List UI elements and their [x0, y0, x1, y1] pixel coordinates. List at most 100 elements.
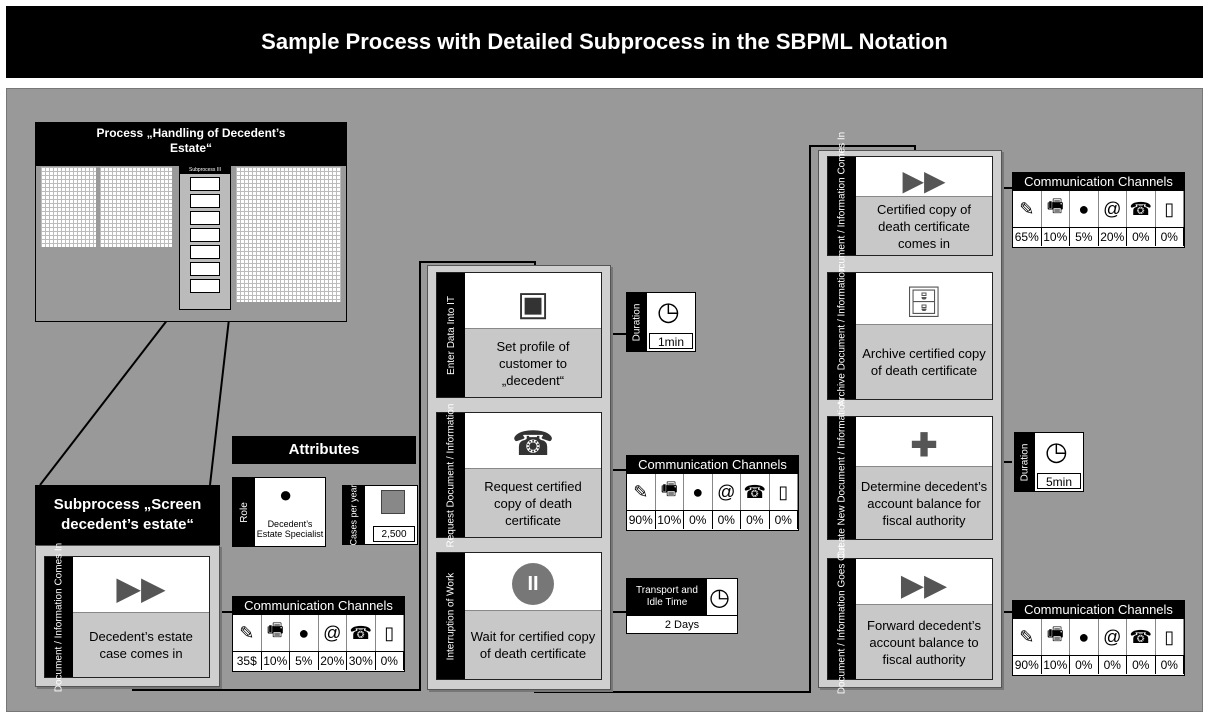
email-icon: @: [319, 615, 347, 651]
channels-header: Communication Channels: [1013, 601, 1184, 619]
step-wait-certificate[interactable]: Interruption of Work II Wait for certifi…: [436, 552, 602, 680]
duration-label: Duration: [1019, 443, 1031, 481]
attributes-title: Attributes: [232, 436, 416, 464]
email-icon: @: [1099, 619, 1127, 655]
cases-value: 2,500: [373, 526, 415, 542]
mobile-icon: ▯: [770, 474, 798, 510]
overview-lane-1: [41, 167, 96, 247]
telephone-at-icon: ☎: [511, 425, 555, 463]
process-overview: Process „Handling of Decedent’s Estate“ …: [35, 122, 347, 322]
step-label: Determine decedent’s account balance for…: [856, 466, 992, 539]
page-title: Sample Process with Detailed Subprocess …: [6, 6, 1203, 78]
idle-time-box: Transport and Idle Time ◷ 2 Days: [626, 578, 738, 634]
overview-subprocess: Subprocess III: [179, 165, 231, 310]
step-archive-certificate[interactable]: Archive Document / Information 🗄 Archive…: [827, 266, 993, 406]
channel-value: 10%: [1042, 228, 1070, 246]
step-type: Archive Document / Information: [836, 265, 848, 407]
channel-value: 0%: [1156, 228, 1184, 246]
step-forward-balance[interactable]: Document / Information Goes Out ▶▶ Forwa…: [827, 544, 993, 694]
cubes-icon: [381, 490, 405, 514]
channel-value: 0%: [1127, 228, 1156, 246]
channel-value: 35$: [233, 652, 262, 670]
step-type: Create New Document / Information: [836, 398, 848, 558]
role-box: Role ● Decedent’s Estate Specialist: [232, 477, 326, 547]
channel-value: 90%: [627, 511, 656, 529]
step-label: Archive certified copy of death certific…: [856, 324, 992, 399]
person-icon: ●: [1070, 191, 1099, 227]
clock-icon: ◷: [709, 584, 730, 611]
subprocess-title: Subprocess „Screen decedent’s estate“: [35, 485, 220, 545]
role-label: Role: [238, 501, 250, 523]
fax-icon: 🖷: [1042, 191, 1070, 227]
step-type: Interruption of Work: [445, 572, 457, 660]
step-label: Certified copy of death certificate come…: [856, 196, 992, 255]
person-icon: ●: [290, 615, 319, 651]
channels-header: Communication Channels: [233, 597, 404, 615]
document-arrow-icon: ▶▶: [902, 164, 946, 196]
mobile-icon: ▯: [376, 615, 404, 651]
channel-value: 0%: [713, 511, 741, 529]
pen-icon: ✎: [1013, 191, 1042, 227]
fax-icon: 🖷: [656, 474, 684, 510]
channels-box-1: Communication Channels ✎🖷●@☎▯ 35$10%5%20…: [232, 596, 405, 672]
pen-icon: ✎: [233, 615, 262, 651]
step-type: Document / Information Comes In: [53, 542, 65, 692]
cases-label: Cases per year: [349, 484, 359, 546]
channel-value: 0%: [1070, 656, 1099, 674]
step-label: Forward decedent’s account balance to fi…: [856, 604, 992, 679]
channels-header: Communication Channels: [627, 456, 798, 474]
phone-icon: ☎: [1127, 191, 1156, 227]
step-set-profile[interactable]: Enter Data Into IT ▣ Set profile of cust…: [436, 272, 602, 398]
person-icon: ●: [1070, 619, 1099, 655]
channels-box-4: Communication Channels ✎🖷●@☎▯ 90%10%0%0%…: [1012, 600, 1185, 676]
channel-value: 0%: [741, 511, 770, 529]
step-label: Wait for certified copy of death certifi…: [465, 610, 601, 679]
document-arrow-icon: ▶▶: [116, 570, 166, 606]
pen-icon: ✎: [627, 474, 656, 510]
pause-icon: II: [465, 553, 601, 615]
clock-icon: ◷: [657, 296, 680, 326]
idle-value: 2 Days: [627, 615, 737, 633]
step-determine-balance[interactable]: Create New Document / Information ✚ Dete…: [827, 398, 993, 558]
email-icon: @: [1099, 191, 1127, 227]
channel-value: 0%: [684, 511, 713, 529]
channel-value: 30%: [347, 652, 376, 670]
fax-icon: 🖷: [1042, 619, 1070, 655]
step-certificate-comes-in[interactable]: Document / Information Comes In ▶▶ Certi…: [827, 131, 993, 281]
channels-box-2: Communication Channels ✎🖷●@☎▯ 90%10%0%0%…: [626, 455, 799, 531]
channel-value: 20%: [1099, 228, 1127, 246]
channel-value: 10%: [656, 511, 684, 529]
clock-icon: ◷: [1045, 436, 1068, 466]
step-type: Document / Information Goes Out: [836, 544, 848, 694]
phone-icon: ☎: [347, 615, 376, 651]
mobile-icon: ▯: [1156, 191, 1184, 227]
step-request-certificate[interactable]: Request Document / Information ☎ Request…: [436, 403, 602, 547]
cases-box: Cases per year 2,500: [342, 484, 418, 546]
duration-label: Duration: [631, 303, 643, 341]
step-type: Enter Data Into IT: [445, 295, 457, 375]
channel-value: 5%: [1070, 228, 1099, 246]
archive-icon: 🗄: [904, 285, 944, 319]
channel-value: 0%: [1099, 656, 1127, 674]
step-decedent-case-comes-in[interactable]: Document / Information Comes In ▶▶ Deced…: [44, 542, 210, 692]
step-label: Set profile of customer to „decedent“: [465, 328, 601, 397]
overview-lane-2: [100, 167, 172, 247]
channel-value: 10%: [262, 652, 290, 670]
channel-value: 90%: [1013, 656, 1042, 674]
channel-value: 0%: [376, 652, 404, 670]
duration-value: 5min: [1037, 473, 1081, 489]
channel-value: 0%: [1156, 656, 1184, 674]
fax-icon: 🖷: [262, 615, 290, 651]
step-type: Document / Information Comes In: [836, 131, 848, 281]
person-icon: ●: [684, 474, 713, 510]
overview-title: Process „Handling of Decedent’s Estate“: [36, 123, 346, 166]
person-icon: ●: [279, 482, 293, 507]
pen-icon: ✎: [1013, 619, 1042, 655]
duration-box-2: Duration ◷ 5min: [1014, 432, 1084, 492]
phone-icon: ☎: [741, 474, 770, 510]
channel-value: 65%: [1013, 228, 1042, 246]
document-out-icon: ▶▶: [900, 568, 948, 602]
phone-icon: ☎: [1127, 619, 1156, 655]
duration-value: 1min: [649, 333, 693, 349]
overview-subprocess-label: Subprocess III: [180, 166, 230, 174]
